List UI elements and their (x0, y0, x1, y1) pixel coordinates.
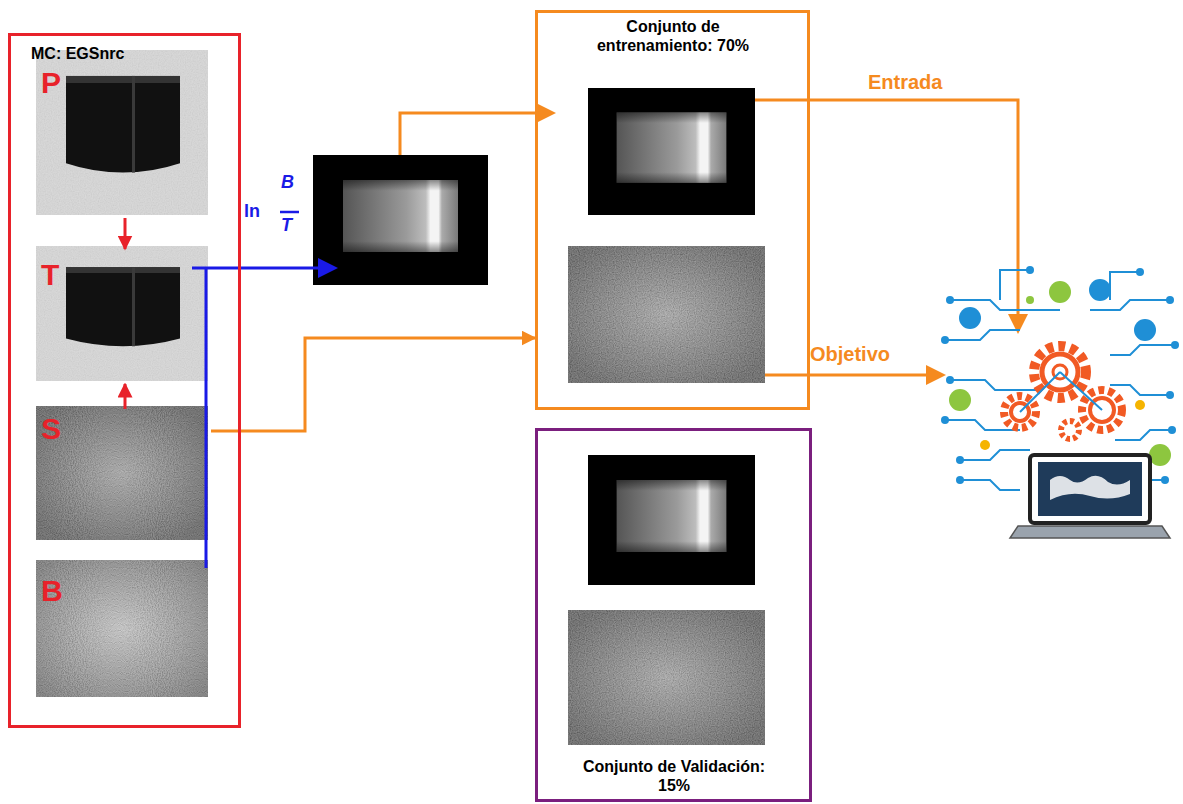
image-p (36, 50, 208, 215)
fraction-term: B (281, 172, 294, 194)
image-letter: B (41, 573, 63, 609)
image-b (36, 560, 208, 697)
arrow-label: Objetivo (810, 342, 890, 366)
group-title: MC: EGSnrc (31, 44, 124, 63)
image-letter: P (41, 65, 61, 101)
arrow-label: Entrada (868, 70, 942, 94)
fraction-term: T (281, 215, 292, 237)
training-target-image (568, 246, 765, 383)
image-tile: S (39, 409, 211, 543)
log-ratio-wire (192, 212, 338, 568)
image-letter: T (41, 257, 59, 293)
validation-target-image (568, 610, 765, 745)
image-t (36, 246, 208, 381)
image-tile: B (39, 563, 211, 700)
set-title: Conjunto de Validación: 15% (569, 757, 779, 795)
flow-arrow (124, 384, 127, 409)
flow-arrow (124, 218, 127, 249)
simulation-group: P T S B MC: EGSnrc (8, 33, 241, 728)
processed-image (313, 155, 488, 285)
training-set-box: Conjunto de entrenamiento: 70% (535, 10, 810, 410)
machine-learning-icon (941, 266, 1179, 538)
image-tile: T (39, 249, 211, 384)
image-tile: P (39, 53, 211, 218)
image-letter: S (41, 411, 61, 447)
validation-input-image (588, 455, 755, 585)
validation-set-box: Conjunto de Validación: 15% (535, 428, 812, 802)
flow-arrow (211, 338, 535, 431)
image-s (36, 406, 208, 540)
log-symbol: ln (244, 201, 260, 223)
set-title: Conjunto de entrenamiento: 70% (568, 17, 778, 55)
processed-to-training-arrow (400, 103, 556, 155)
fraction-bar (280, 211, 299, 214)
target-arrow (765, 365, 946, 385)
input-arrow (755, 100, 1028, 334)
training-input-image (588, 88, 755, 215)
